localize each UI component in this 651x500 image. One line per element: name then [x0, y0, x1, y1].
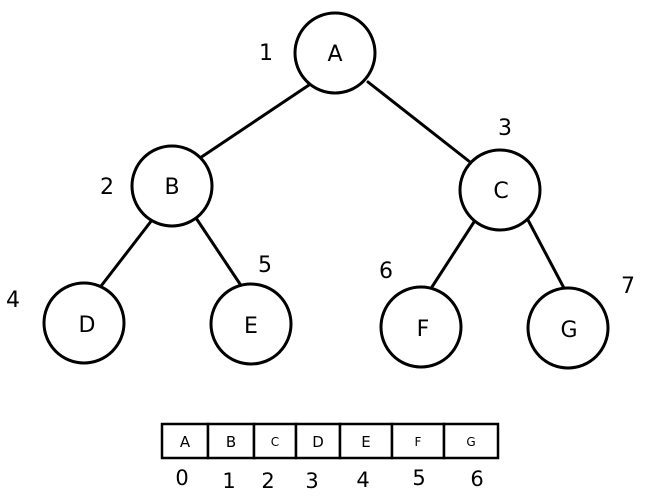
edge-c-f: [428, 220, 476, 292]
tree-node-d: D: [42, 281, 126, 365]
array-index-4: 4: [356, 468, 369, 492]
tree-node-c: C: [458, 148, 542, 232]
array-index-6: 6: [470, 467, 483, 491]
node-label: B: [164, 175, 179, 200]
array-cell-3: D: [294, 422, 342, 460]
array-cell-6: G: [442, 422, 500, 460]
tree-node-a: A: [293, 11, 377, 95]
tree-node-f: F: [379, 285, 463, 369]
array-index-3: 3: [305, 469, 318, 493]
array-cell-value: B: [226, 433, 236, 451]
node-index-g: 7: [621, 274, 635, 299]
array-index-1: 1: [222, 469, 235, 493]
array-cell-4: E: [338, 422, 394, 460]
node-label: F: [417, 317, 430, 342]
array-cell-value: D: [312, 433, 324, 451]
node-index-a: 1: [259, 41, 273, 66]
edge-a-c: [366, 80, 472, 164]
tree-node-e: E: [209, 282, 293, 366]
node-label: E: [244, 314, 258, 339]
tree-node-g: G: [526, 286, 610, 370]
array-cell-value: E: [361, 433, 370, 451]
node-index-d: 4: [6, 288, 20, 313]
node-label: G: [560, 318, 577, 343]
array-cell-5: F: [390, 422, 446, 460]
tree-edges: [96, 80, 567, 292]
array-indices: 0 1 2 3 4 5 6: [175, 466, 483, 493]
edge-c-g: [526, 218, 567, 292]
array-cell-value: A: [180, 433, 191, 451]
node-label: D: [79, 313, 96, 338]
array-cell-0: A: [160, 422, 210, 460]
tree-node-b: B: [130, 144, 214, 228]
tree-nodes: A B C D E F G: [42, 11, 610, 370]
node-index-b: 2: [100, 175, 114, 200]
array-cell-1: B: [206, 422, 256, 460]
node-index-e: 5: [258, 253, 272, 278]
edge-b-d: [96, 218, 154, 292]
node-index-c: 3: [498, 116, 512, 141]
edge-a-b: [198, 83, 311, 160]
array-cell-2: C: [252, 422, 298, 460]
node-label: A: [327, 42, 342, 67]
node-label: C: [493, 179, 508, 204]
array-index-2: 2: [261, 469, 274, 493]
array-representation: A B C D E F G: [160, 422, 500, 460]
array-cell-value: F: [415, 435, 422, 449]
edge-b-e: [194, 216, 244, 289]
array-index-5: 5: [412, 466, 425, 490]
array-cell-value: C: [271, 435, 279, 449]
array-index-0: 0: [175, 466, 188, 490]
tree-node-indices: 1 2 3 4 5 6 7: [6, 41, 635, 313]
node-index-f: 6: [379, 259, 393, 284]
array-cell-value: G: [466, 435, 475, 449]
